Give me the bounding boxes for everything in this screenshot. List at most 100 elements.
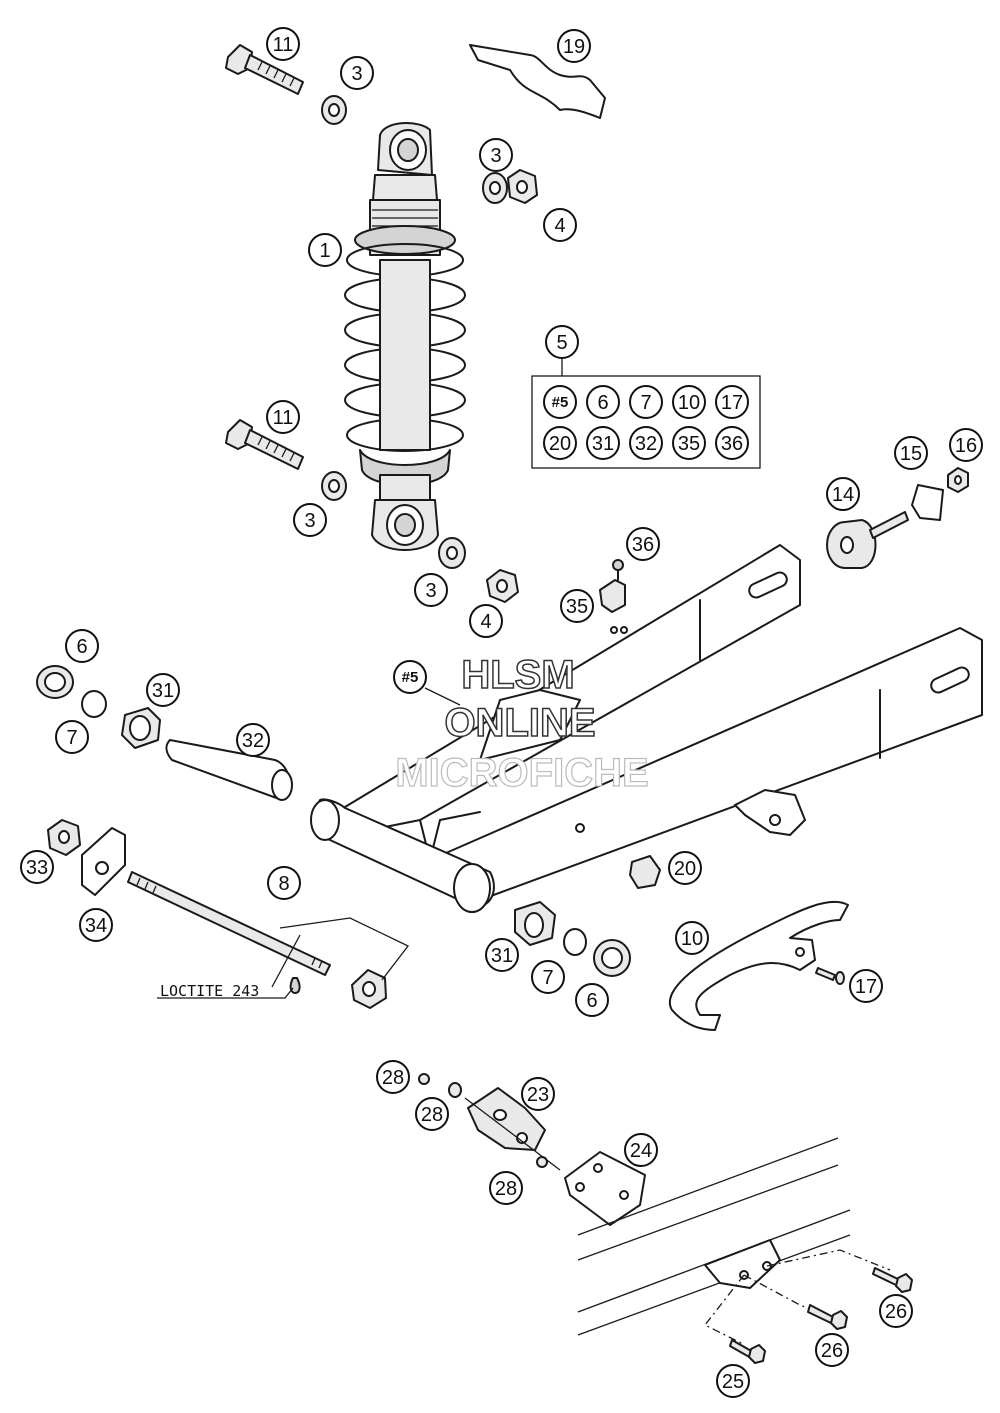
callout-19: 19 — [557, 29, 591, 63]
svg-text:16: 16 — [955, 435, 977, 457]
svg-text:7: 7 — [542, 967, 553, 989]
callout-3-b: 3 — [479, 138, 513, 172]
callout-31-b: 31 — [485, 938, 519, 972]
svg-text:26: 26 — [885, 1301, 907, 1323]
kit-callout-7: 7 — [629, 385, 663, 419]
callout-3-d: 3 — [414, 573, 448, 607]
kit-box — [531, 375, 761, 469]
svg-text:17: 17 — [855, 976, 877, 998]
callout-16: 16 — [949, 428, 983, 462]
callout-23: 23 — [521, 1077, 555, 1111]
svg-text:28: 28 — [495, 1178, 517, 1200]
svg-text:17: 17 — [721, 392, 743, 414]
svg-text:1: 1 — [319, 240, 330, 262]
svg-text:7: 7 — [640, 392, 651, 414]
svg-text:20: 20 — [674, 858, 696, 880]
callout-14: 14 — [826, 477, 860, 511]
svg-text:24: 24 — [630, 1140, 652, 1162]
svg-text:36: 36 — [632, 534, 654, 556]
watermark: HLSM ONLINE MICROFICHE — [395, 652, 650, 795]
kit-callout-6: 6 — [586, 385, 620, 419]
svg-text:36: 36 — [721, 433, 743, 455]
svg-text:10: 10 — [678, 392, 700, 414]
part-drawings — [36, 44, 983, 1364]
svg-text:#5: #5 — [552, 394, 569, 411]
callout-25: 25 — [716, 1364, 750, 1398]
callout-11-lower: 11 — [266, 400, 300, 434]
kit-callout-#5: #5 — [543, 385, 577, 419]
callout-3-c: 3 — [293, 503, 327, 537]
svg-text:34: 34 — [85, 915, 107, 937]
callout-6-a: 6 — [65, 629, 99, 663]
svg-text:4: 4 — [480, 611, 491, 633]
svg-text:3: 3 — [304, 510, 315, 532]
svg-text:35: 35 — [566, 596, 588, 618]
swingarm — [310, 544, 983, 913]
callout-28-b: 28 — [415, 1097, 449, 1131]
svg-text:7: 7 — [66, 727, 77, 749]
watermark-line1: HLSM — [461, 653, 574, 697]
svg-text:33: 33 — [26, 857, 48, 879]
svg-text:25: 25 — [722, 1371, 744, 1393]
callout-28-c: 28 — [489, 1171, 523, 1205]
callout-11-top: 11 — [266, 27, 300, 61]
callout-4-a: 4 — [543, 208, 577, 242]
kit-callout-10: 10 — [672, 385, 706, 419]
callout-33: 33 — [20, 850, 54, 884]
svg-text:32: 32 — [242, 730, 264, 752]
svg-text:6: 6 — [76, 636, 87, 658]
callout-20: 20 — [668, 851, 702, 885]
callout-28-a: 28 — [376, 1060, 410, 1094]
svg-text:31: 31 — [152, 680, 174, 702]
kit-callout-31: 31 — [586, 426, 620, 460]
callout-4-b: 4 — [469, 604, 503, 638]
callout-36: 36 — [626, 527, 660, 561]
svg-text:31: 31 — [491, 945, 513, 967]
watermark-line3: MICROFICHE — [395, 751, 648, 795]
callout-5: 5 — [545, 325, 579, 359]
svg-text:19: 19 — [563, 36, 585, 58]
bolt-lower — [225, 419, 304, 470]
svg-text:35: 35 — [678, 433, 700, 455]
callout-32: 32 — [236, 723, 270, 757]
callout-1: 1 — [308, 233, 342, 267]
svg-text:23: 23 — [527, 1084, 549, 1106]
callout-24: 24 — [624, 1133, 658, 1167]
callout-10: 10 — [675, 921, 709, 955]
callout-15: 15 — [894, 436, 928, 470]
svg-text:31: 31 — [592, 433, 614, 455]
svg-text:28: 28 — [421, 1104, 443, 1126]
svg-text:14: 14 — [832, 484, 854, 506]
bolt-top — [225, 44, 304, 95]
svg-text:3: 3 — [490, 145, 501, 167]
spanner-wrench — [469, 44, 606, 119]
svg-text:#5: #5 — [402, 669, 419, 686]
svg-text:15: 15 — [900, 443, 922, 465]
svg-text:20: 20 — [549, 433, 571, 455]
callout-31-a: 31 — [146, 673, 180, 707]
kit-callout-35: 35 — [672, 426, 706, 460]
svg-text:32: 32 — [635, 433, 657, 455]
callout-17: 17 — [849, 969, 883, 1003]
svg-text:6: 6 — [597, 392, 608, 414]
callout-34: 34 — [79, 908, 113, 942]
callout-6-b: 6 — [575, 983, 609, 1017]
callout-7-a: 7 — [55, 720, 89, 754]
svg-text:11: 11 — [273, 34, 294, 56]
svg-text:3: 3 — [425, 580, 436, 602]
svg-text:10: 10 — [681, 928, 703, 950]
svg-text:26: 26 — [821, 1340, 843, 1362]
callout-35: 35 — [560, 589, 594, 623]
svg-text:6: 6 — [586, 990, 597, 1012]
callout-26-a: 26 — [879, 1294, 913, 1328]
svg-text:5: 5 — [556, 332, 567, 354]
callout-#5: #5 — [393, 660, 427, 694]
svg-text:11: 11 — [273, 407, 294, 429]
svg-text:28: 28 — [382, 1067, 404, 1089]
shock-absorber — [344, 122, 466, 551]
kit-callout-36: 36 — [715, 426, 749, 460]
svg-text:4: 4 — [554, 215, 565, 237]
callout-3-a: 3 — [340, 56, 374, 90]
loctite-note: LOCTITE 243 — [160, 982, 259, 1000]
